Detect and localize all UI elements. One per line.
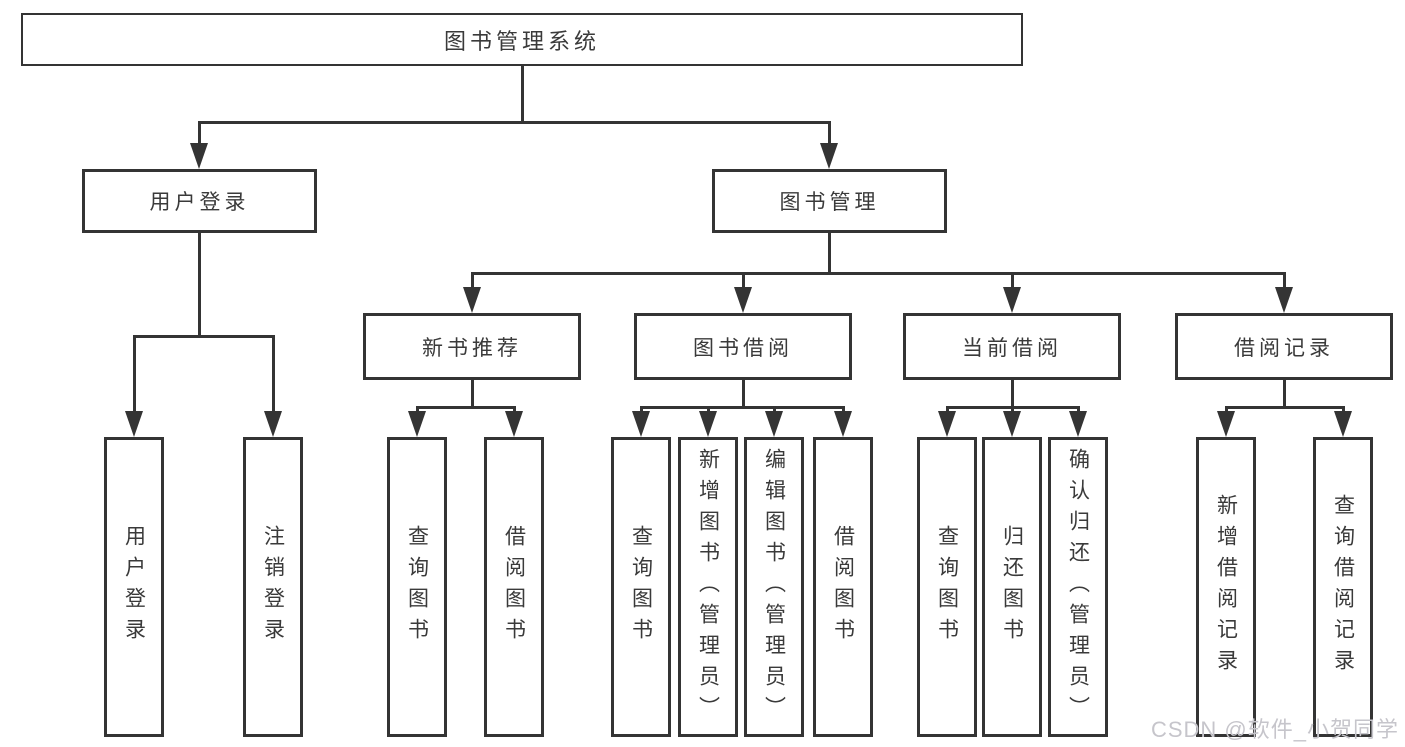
connector-drop-0-0 <box>197 121 201 151</box>
leaf-query-borrow-record-label: 查询借阅记录 <box>1331 494 1355 680</box>
node-book-management: 图书管理 <box>712 169 947 233</box>
node-user-login: 用户登录 <box>82 169 317 233</box>
connector-branch-4 <box>639 406 845 409</box>
leaf-borrow-books-label: 借阅图书 <box>831 525 855 649</box>
leaf-query-books-borrow-label: 查询图书 <box>629 525 653 649</box>
arrow-head-icon-0-0 <box>190 143 208 169</box>
arrow-head-icon-6-0 <box>1217 411 1235 437</box>
connector-stem-2 <box>827 233 831 275</box>
connector-stem-6 <box>1282 380 1286 409</box>
connector-stem-1 <box>197 233 201 338</box>
leaf-confirm-return-admin: 确认归还（管理员） <box>1048 437 1108 737</box>
leaf-query-books-recommend: 查询图书 <box>387 437 447 737</box>
arrow-head-icon-0-1 <box>820 143 838 169</box>
leaf-edit-books-admin-label: 编辑图书（管理员） <box>762 447 786 727</box>
arrow-head-icon-4-3 <box>834 411 852 437</box>
arrow-head-icon-1-1 <box>264 411 282 437</box>
connector-drop-1-1 <box>271 335 275 419</box>
leaf-query-books-current: 查询图书 <box>917 437 977 737</box>
leaf-confirm-return-admin-label: 确认归还（管理员） <box>1066 447 1090 727</box>
connector-drop-0-1 <box>827 121 831 151</box>
csdn-watermark: CSDN @软件_小贺同学 <box>1150 717 1399 742</box>
leaf-return-books-label: 归还图书 <box>1000 525 1024 649</box>
node-book-borrowing: 图书借阅 <box>634 313 852 380</box>
arrow-head-icon-5-1 <box>1003 411 1021 437</box>
leaf-borrow-books-recommend: 借阅图书 <box>484 437 544 737</box>
connector-stem-0 <box>520 66 524 124</box>
leaf-user-login: 用户登录 <box>104 437 164 737</box>
leaf-query-books-recommend-label: 查询图书 <box>405 525 429 649</box>
leaf-query-books-borrow: 查询图书 <box>611 437 671 737</box>
connector-stem-3 <box>470 380 474 409</box>
arrow-head-icon-3-1 <box>505 411 523 437</box>
leaf-user-login-label: 用户登录 <box>122 525 146 649</box>
leaf-query-borrow-record: 查询借阅记录 <box>1313 437 1373 737</box>
leaf-borrow-books: 借阅图书 <box>813 437 873 737</box>
node-current-borrowing-label: 当前借阅 <box>962 336 1062 360</box>
connector-stem-4 <box>741 380 745 409</box>
connector-branch-0 <box>197 121 831 124</box>
connector-drop-1-0 <box>132 335 136 419</box>
arrow-head-icon-4-2 <box>765 411 783 437</box>
connector-branch-6 <box>1224 406 1345 409</box>
arrow-head-icon-5-2 <box>1069 411 1087 437</box>
connector-drop-2-3 <box>1282 272 1286 295</box>
node-library-system-label: 图书管理系统 <box>443 28 600 54</box>
connector-branch-1 <box>132 335 275 338</box>
arrow-head-icon-2-0 <box>463 287 481 313</box>
leaf-add-books-admin-label: 新增图书（管理员） <box>696 447 720 727</box>
leaf-logout: 注销登录 <box>243 437 303 737</box>
node-book-borrowing-label: 图书借阅 <box>693 336 793 360</box>
leaf-edit-books-admin: 编辑图书（管理员） <box>744 437 804 737</box>
node-borrow-records-label: 借阅记录 <box>1234 336 1334 360</box>
connector-branch-3 <box>415 406 516 409</box>
arrow-head-icon-3-0 <box>408 411 426 437</box>
node-library-system: 图书管理系统 <box>21 13 1023 66</box>
arrow-head-icon-1-0 <box>125 411 143 437</box>
connector-drop-2-2 <box>1010 272 1014 295</box>
node-new-book-recommend: 新书推荐 <box>363 313 581 380</box>
arrow-head-icon-2-2 <box>1003 287 1021 313</box>
arrow-head-icon-6-1 <box>1334 411 1352 437</box>
leaf-borrow-books-recommend-label: 借阅图书 <box>502 525 526 649</box>
arrow-head-icon-4-0 <box>632 411 650 437</box>
leaf-add-books-admin: 新增图书（管理员） <box>678 437 738 737</box>
node-user-login-label: 用户登录 <box>149 191 250 214</box>
leaf-add-borrow-record-label: 新增借阅记录 <box>1214 494 1238 680</box>
node-book-management-label: 图书管理 <box>779 191 880 214</box>
leaf-logout-label: 注销登录 <box>261 525 285 649</box>
node-current-borrowing: 当前借阅 <box>903 313 1121 380</box>
leaf-return-books: 归还图书 <box>982 437 1042 737</box>
arrow-head-icon-2-3 <box>1275 287 1293 313</box>
connector-stem-5 <box>1010 380 1014 409</box>
arrow-head-icon-4-1 <box>699 411 717 437</box>
node-borrow-records: 借阅记录 <box>1175 313 1393 380</box>
node-new-book-recommend-label: 新书推荐 <box>422 336 522 360</box>
leaf-query-books-current-label: 查询图书 <box>935 525 959 649</box>
arrow-head-icon-2-1 <box>734 287 752 313</box>
arrow-head-icon-5-0 <box>938 411 956 437</box>
connector-branch-2 <box>470 272 1286 275</box>
leaf-add-borrow-record: 新增借阅记录 <box>1196 437 1256 737</box>
connector-drop-2-1 <box>741 272 745 295</box>
connector-drop-2-0 <box>470 272 474 295</box>
